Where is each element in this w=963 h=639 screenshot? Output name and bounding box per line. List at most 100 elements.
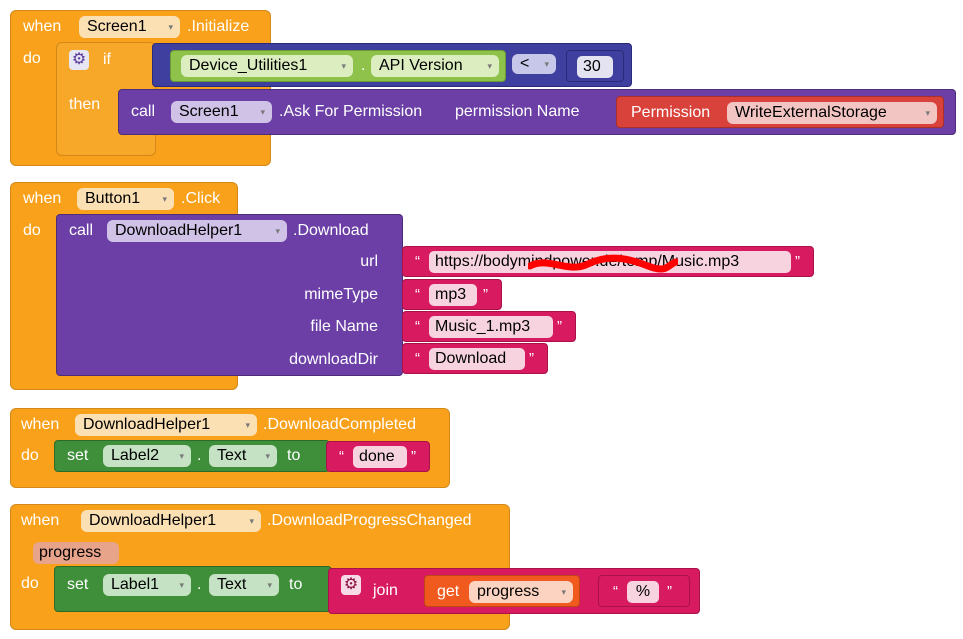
chevron-down-icon: ▾ — [267, 580, 272, 590]
component-dropdown[interactable]: Label1 ▾ — [103, 574, 191, 596]
get-label: get — [437, 583, 460, 600]
getter-block-api-version[interactable]: Device_Utilities1 ▾ . API Version ▾ — [170, 50, 506, 82]
component-dropdown[interactable]: Screen1 ▾ — [79, 16, 180, 38]
text-block-url[interactable]: “ https://bodymindpower.de/temp/Music.mp… — [402, 246, 814, 277]
when-label: when — [23, 190, 62, 207]
component-dropdown[interactable]: Label2 ▾ — [103, 445, 191, 467]
do-label: do — [21, 575, 39, 592]
chevron-down-icon: ▾ — [162, 194, 167, 204]
operator: < — [520, 55, 530, 72]
do-label: do — [21, 447, 39, 464]
text-value[interactable]: Download — [429, 348, 525, 370]
text-value[interactable]: done — [353, 446, 407, 468]
dot-label: . — [197, 447, 202, 464]
quote-close: ” — [667, 583, 672, 600]
component-name: DownloadHelper1 — [83, 416, 211, 433]
variable-name: progress — [477, 583, 540, 600]
component-dropdown[interactable]: DownloadHelper1 ▾ — [75, 414, 257, 436]
event-name: .DownloadCompleted — [263, 416, 416, 433]
quote-open: “ — [613, 583, 618, 600]
chevron-down-icon: ▾ — [179, 451, 184, 461]
chevron-down-icon: ▾ — [544, 59, 549, 69]
component-dropdown[interactable]: Screen1 ▾ — [171, 101, 272, 123]
gear-icon[interactable]: ⚙ — [69, 50, 89, 70]
chevron-down-icon: ▾ — [245, 420, 250, 430]
quote-open: “ — [339, 448, 344, 465]
quote-close: ” — [529, 350, 534, 367]
redaction-scribble — [528, 254, 678, 273]
text-block-filename[interactable]: “ Music_1.mp3 ” — [402, 311, 576, 342]
dot-label: . — [197, 576, 202, 593]
text-block-mimetype[interactable]: “ mp3 ” — [402, 279, 502, 310]
param-label-filename: file Name — [310, 318, 378, 335]
do-label: do — [23, 50, 41, 67]
property-dropdown[interactable]: API Version ▾ — [371, 55, 499, 77]
then-label: then — [69, 96, 101, 113]
param-label-url: url — [360, 253, 378, 270]
chevron-down-icon: ▾ — [487, 61, 492, 71]
param-name: progress — [39, 544, 102, 561]
text-block-downloaddir[interactable]: “ Download ” — [402, 343, 548, 374]
text-value[interactable]: % — [627, 581, 659, 603]
set-block-label1-text[interactable]: set Label1 ▾ . Text ▾ to — [54, 566, 332, 612]
chevron-down-icon: ▾ — [925, 108, 930, 118]
chevron-down-icon: ▾ — [249, 516, 254, 526]
chevron-down-icon: ▾ — [260, 107, 265, 117]
property-dropdown[interactable]: Text ▾ — [209, 574, 279, 596]
get-block-progress[interactable]: get progress ▾ — [424, 575, 580, 607]
property-dropdown[interactable]: Text ▾ — [209, 445, 277, 467]
chevron-down-icon: ▾ — [275, 226, 280, 236]
text-block-percent[interactable]: “ % ” — [598, 575, 690, 607]
component-dropdown[interactable]: Device_Utilities1 ▾ — [181, 55, 353, 77]
text-value[interactable]: mp3 — [429, 284, 477, 306]
component-dropdown[interactable]: Button1 ▾ — [77, 188, 174, 210]
event-name: .DownloadProgressChanged — [267, 512, 472, 529]
gear-icon[interactable]: ⚙ — [341, 575, 361, 595]
quote-open: “ — [415, 350, 420, 367]
chevron-down-icon: ▾ — [561, 587, 566, 597]
when-label: when — [23, 18, 62, 35]
permission-dropdown[interactable]: WriteExternalStorage ▾ — [727, 102, 937, 124]
quote-open: “ — [415, 253, 420, 270]
quote-close: ” — [483, 286, 488, 303]
text-block-done[interactable]: “ done ” — [326, 441, 430, 472]
property-name: Text — [217, 576, 247, 593]
property-name: Text — [217, 447, 247, 464]
quote-open: “ — [415, 318, 420, 335]
set-block-label2-text[interactable]: set Label2 ▾ . Text ▾ to — [54, 440, 330, 472]
component-name: Screen1 — [87, 18, 147, 35]
component-name: Label2 — [111, 447, 160, 464]
component-dropdown[interactable]: DownloadHelper1 ▾ — [81, 510, 261, 532]
join-label: join — [373, 582, 398, 599]
dot-label: . — [361, 57, 366, 74]
method-name: .Download — [293, 222, 369, 239]
param-progress[interactable]: progress — [33, 542, 119, 564]
when-label: when — [21, 416, 60, 433]
variable-dropdown[interactable]: progress ▾ — [469, 581, 573, 603]
component-name: DownloadHelper1 — [89, 512, 217, 529]
operator-dropdown[interactable]: < ▾ — [512, 54, 556, 74]
param-label-mimetype: mimeType — [304, 286, 378, 303]
permission-label: Permission — [631, 104, 711, 121]
component-dropdown[interactable]: DownloadHelper1 ▾ — [107, 220, 287, 242]
number-value[interactable]: 30 — [577, 56, 613, 78]
component-name: Screen1 — [179, 103, 239, 120]
call-label: call — [131, 103, 156, 120]
chevron-down-icon: ▾ — [341, 61, 346, 71]
text-value[interactable]: Music_1.mp3 — [429, 316, 553, 338]
set-label: set — [67, 576, 89, 593]
call-block-download[interactable]: call DownloadHelper1 ▾ .Download url mim… — [56, 214, 403, 376]
permission-block[interactable]: Permission WriteExternalStorage ▾ — [616, 96, 944, 128]
component-name: DownloadHelper1 — [115, 222, 243, 239]
quote-close: ” — [411, 448, 416, 465]
do-label: do — [23, 222, 41, 239]
quote-open: “ — [415, 286, 420, 303]
number-block[interactable]: 30 — [566, 50, 624, 82]
component-name: Label1 — [111, 576, 160, 593]
when-label: when — [21, 512, 60, 529]
set-label: set — [67, 447, 89, 464]
chevron-down-icon: ▾ — [179, 580, 184, 590]
method-name: .Ask For Permission — [279, 103, 423, 120]
quote-close: ” — [795, 253, 800, 270]
event-name: .Click — [181, 190, 221, 207]
